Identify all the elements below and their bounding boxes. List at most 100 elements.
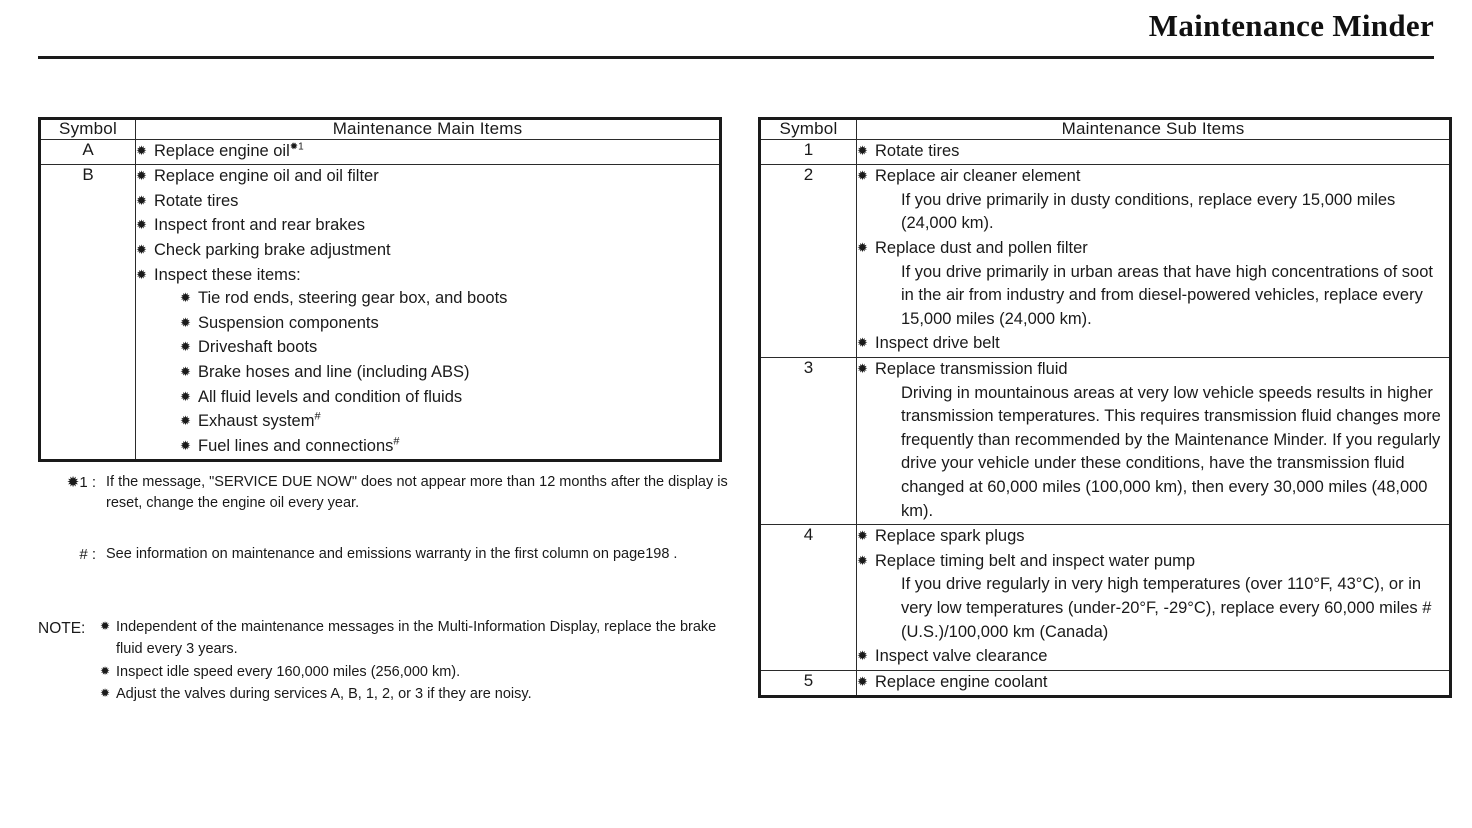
list-item: ✹ Replace dust and pollen filter If you dr… (857, 237, 1449, 331)
bullet-icon: ✹ (180, 437, 191, 453)
footnote-text: See information on maintenance and emiss… (106, 546, 678, 563)
bullet-icon: ✹ (180, 388, 191, 404)
bullet-icon: ✹ (857, 168, 868, 184)
items-cell: ✹ Replace engine oil and oil filter ✹ Rotat… (135, 164, 721, 462)
footnote-marker: ✹1 : (66, 474, 96, 491)
list-item: ✹Check parking brake adjustment (136, 239, 719, 263)
list-item: ✹Replace engine oil✹1 (136, 140, 719, 164)
bullet-icon: ✹ (136, 266, 147, 282)
symbol-cell: 3 (759, 357, 857, 526)
footnote-marker: # (393, 435, 400, 448)
list-item: ✹ Replace spark plugs (857, 525, 1449, 549)
list-item: ✹Replace engine coolant (857, 671, 1449, 695)
note-list: ✹Independent of the maintenance messages… (100, 617, 738, 707)
table-header-row: Symbol Maintenance Sub Items (759, 118, 1451, 140)
table-row: 4✹ Replace spark plugs ✹ Replace timing bel… (759, 524, 1451, 671)
list-item-label: Suspension components (198, 313, 379, 332)
list-item-label: Brake hoses and line (including ABS) (198, 363, 470, 382)
symbol-cell: B (39, 164, 136, 462)
items-list: ✹Replace engine coolant (857, 671, 1449, 695)
items-list: ✹Replace engine oil✹1 (136, 140, 719, 164)
list-item: ✹ Replace timing belt and inspect water p… (857, 550, 1449, 644)
list-item: ✹Rotate tires (857, 140, 1449, 164)
bullet-icon: ✹ (136, 168, 147, 184)
list-item-note: If you drive primarily in dusty conditio… (901, 190, 1396, 233)
table-row: 1✹Rotate tires (759, 138, 1451, 166)
list-item-label: All fluid levels and condition of fluids (198, 387, 463, 406)
list-item-label: Rotate tires (154, 191, 239, 210)
list-item-label: Driveshaft boots (198, 338, 318, 357)
sub-list: ✹ Tie rod ends, steering gear box, and bo… (180, 287, 719, 458)
bullet-icon: ✹ (136, 142, 147, 158)
list-item: ✹ Adjust the valves during services A, B,… (100, 684, 738, 706)
list-item-label: Inspect front and rear brakes (154, 216, 365, 235)
list-item-note: If you drive primarily in urban areas th… (901, 262, 1433, 328)
list-item: ✹ Inspect front and rear brakes (136, 214, 719, 238)
footnote-spacer (38, 518, 738, 544)
column-header-items: Maintenance Main Items (135, 118, 721, 140)
bullet-icon: ✹ (100, 686, 111, 701)
list-item-label: Inspect idle speed every 160,000 miles (… (116, 663, 461, 680)
bullet-icon: ✹ (100, 663, 111, 678)
bullet-icon: ✹ (180, 339, 191, 355)
column-header-symbol: Symbol (759, 118, 857, 140)
list-item-label: Inspect valve clearance (875, 647, 1048, 666)
bullet-icon: ✹ (857, 240, 868, 256)
list-item: ✹Exhaust system# (180, 410, 719, 434)
note-block: NOTE: ✹Independent of the maintenance me… (38, 617, 738, 707)
bullet-icon: ✹ (180, 314, 191, 330)
footnote-row: # : See information on maintenance and em… (38, 544, 738, 566)
bullet-icon: ✹ (857, 361, 868, 377)
column-header-items: Maintenance Sub Items (856, 118, 1451, 140)
symbol-cell: 4 (759, 524, 857, 671)
table-header-row: Symbol Maintenance Main Items (39, 118, 721, 140)
list-item: ✹Inspect drive belt (857, 332, 1449, 356)
items-cell: ✹Replace engine coolant (856, 669, 1451, 698)
symbol-cell: A (39, 138, 136, 166)
list-item: ✹ Tie rod ends, steering gear box, and bo… (180, 287, 719, 311)
list-item-label: Inspect these items: (154, 265, 301, 284)
table-row: 5✹Replace engine coolant (759, 669, 1451, 698)
bullet-icon: ✹ (100, 619, 111, 633)
list-item-label: Replace timing belt and inspect water pu… (875, 551, 1196, 570)
list-item-label: Replace engine oil and oil filter (154, 167, 379, 186)
bullet-icon: ✹ (857, 552, 868, 568)
items-cell: ✹Rotate tires (856, 138, 1451, 166)
bullet-icon: ✹ (136, 217, 147, 233)
list-item-label: Check parking brake adjustment (154, 241, 391, 260)
symbol-cell: 2 (759, 164, 857, 359)
list-item: ✹ Replace engine oil and oil filter (136, 165, 719, 189)
symbol-cell: 1 (759, 138, 857, 166)
maintenance-main-items-table: Symbol Maintenance Main Items A✹Replace … (38, 117, 722, 463)
list-item-label: Rotate tires (875, 141, 960, 160)
list-item: ✹ All fluid levels and condition of fluid… (180, 386, 719, 410)
bullet-icon: ✹ (180, 413, 191, 429)
column-header-symbol: Symbol (39, 118, 136, 140)
bullet-icon: ✹ (857, 648, 868, 664)
note-label: NOTE: (38, 620, 86, 637)
list-item-note: If you drive regularly in very high temp… (901, 575, 1432, 641)
items-list: ✹ Replace engine oil and oil filter ✹ Rotat… (136, 165, 719, 458)
bullet-icon: ✹ (180, 290, 191, 306)
list-item-label: Adjust the valves during services A, B, … (116, 686, 532, 703)
list-item-label: Replace engine oil (154, 141, 290, 160)
list-item: ✹Fuel lines and connections# (180, 435, 719, 459)
list-item-label: Tie rod ends, steering gear box, and boo… (198, 289, 508, 308)
items-cell: ✹ Replace spark plugs ✹ Replace timing belt… (856, 524, 1451, 671)
footnote-text: If the message, "SERVICE DUE NOW" does n… (106, 474, 728, 512)
bullet-icon: ✹ (857, 528, 868, 544)
list-item: ✹ Inspect idle speed every 160,000 miles … (100, 662, 738, 684)
list-item-label: Replace dust and pollen filter (875, 239, 1088, 258)
table-row: B✹Replace engine oil and oil filter✹Rota… (39, 164, 721, 462)
list-item: ✹ Suspension components (180, 312, 719, 336)
list-item-label: Replace spark plugs (875, 527, 1025, 546)
footnote-marker: # : (79, 546, 96, 564)
list-item: ✹ Inspect these items: ✹ Tie rod ends, stee… (136, 264, 719, 459)
